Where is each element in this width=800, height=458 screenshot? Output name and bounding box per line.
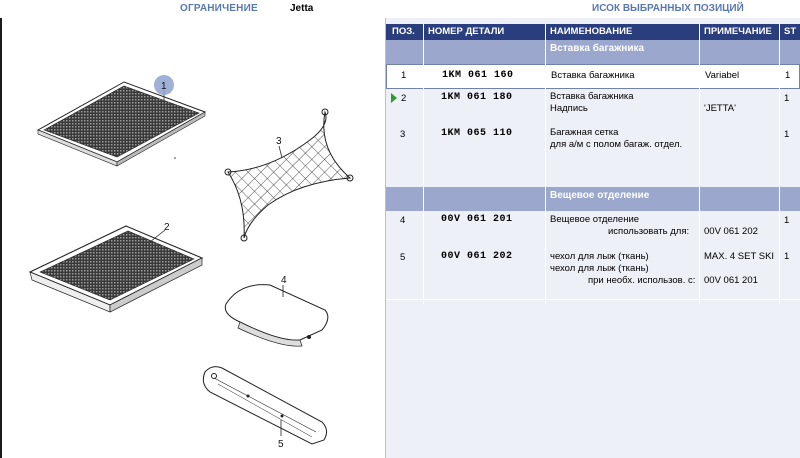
part-5-ski-bag[interactable]: [202, 366, 328, 445]
row-note: MAX. 4 SET SKI: [704, 251, 775, 262]
row-pos: 3: [400, 129, 406, 140]
table-row[interactable]: 4 00V 061 201 Вещевое отделение использо…: [386, 211, 800, 248]
row-note[interactable]: 00V 061 202: [704, 226, 758, 237]
panel-divider: [385, 18, 386, 458]
callout-2[interactable]: 2: [164, 222, 170, 233]
restriction-label: ОГРАНИЧЕНИЕ: [180, 3, 258, 14]
row-name-line2: чехол для лыж (ткань): [550, 263, 649, 274]
table-row[interactable]: 2 1KM 061 180 Вставка багажника Надпись …: [386, 89, 800, 126]
row-pos: 2: [401, 93, 407, 104]
table-row[interactable]: 5 00V 061 202 чехол для лыж (ткань) чехо…: [386, 247, 800, 300]
callout-1[interactable]: 1: [161, 81, 167, 92]
group-header: Вставка багажника: [386, 40, 800, 64]
group-label: Вставка багажника: [550, 43, 645, 54]
row-st: 1: [784, 215, 790, 226]
panel-title-bar: ИСОК ВЫБРАННЫХ ПОЗИЦИЙ: [386, 0, 800, 18]
part-3-luggage-net[interactable]: [224, 108, 354, 242]
column-separator: [699, 24, 700, 304]
row-pos: 1: [401, 70, 407, 81]
callout-4[interactable]: 4: [281, 275, 287, 286]
row-name-line2: использовать для:: [608, 226, 690, 237]
panel-title: ИСОК ВЫБРАННЫХ ПОЗИЦИЙ: [592, 3, 744, 14]
row-name-line3: при необх. использов. с:: [588, 275, 696, 286]
row-name: Вставка багажника: [551, 70, 635, 81]
parts-illustration-panel: 1 2 3 4: [0, 18, 386, 458]
column-separator: [545, 24, 546, 304]
col-part-number[interactable]: НОМЕР ДЕТАЛИ: [428, 26, 505, 37]
row-name: Вещевое отделение: [550, 214, 640, 225]
current-row-marker-icon: [391, 93, 397, 103]
part-1-trunk-mat[interactable]: [36, 81, 207, 167]
group-header: Вещевое отделение: [386, 187, 800, 211]
column-separator: [423, 24, 424, 304]
row-name: Багажная сетка: [550, 127, 619, 138]
row-note: 'JETTA': [704, 103, 736, 114]
row-part-number[interactable]: 1KM 061 160: [442, 70, 514, 81]
callout-1-highlight[interactable]: [154, 75, 174, 95]
table-row[interactable]: 3 1KM 065 110 Багажная сетка для а/м с п…: [386, 125, 800, 162]
row-part-number[interactable]: 00V 061 201: [441, 214, 513, 225]
row-name: чехол для лыж (ткань): [550, 251, 649, 262]
row-pos: 4: [400, 215, 406, 226]
row-part-number[interactable]: 1KM 061 180: [441, 92, 513, 103]
row-part-number[interactable]: 00V 061 202: [441, 251, 513, 262]
column-separator: [779, 24, 780, 304]
table-row[interactable]: 1 1KM 061 160 Вставка багажника Variabel…: [386, 64, 800, 89]
col-st[interactable]: ST: [784, 26, 797, 37]
row-st: 1: [784, 93, 790, 104]
model-name: Jetta: [290, 3, 314, 14]
row-st: 1: [784, 129, 790, 140]
filter-bar: ОГРАНИЧЕНИЕ Jetta: [0, 0, 386, 18]
selected-parts-panel: ИСОК ВЫБРАННЫХ ПОЗИЦИЙ ПОЗ. НОМЕР ДЕТАЛИ…: [386, 0, 800, 458]
row-pos: 5: [400, 252, 406, 263]
part-4-storage-bag[interactable]: [224, 284, 329, 347]
row-name: Вставка багажника: [550, 91, 634, 102]
row-note: Variabel: [705, 70, 740, 81]
table-header: ПОЗ. НОМЕР ДЕТАЛИ НАИМЕНОВАНИЕ ПРИМЕЧАНИ…: [386, 24, 800, 40]
row-name-line2: для а/м с полом багаж. отдел.: [550, 139, 683, 150]
row-st: 1: [784, 251, 790, 262]
group-label: Вещевое отделение: [550, 190, 650, 201]
part-2-trunk-tray[interactable]: [28, 225, 204, 313]
row-note-line3[interactable]: 00V 061 201: [704, 275, 758, 286]
col-pos[interactable]: ПОЗ.: [392, 26, 415, 37]
col-name[interactable]: НАИМЕНОВАНИЕ: [550, 26, 633, 37]
row-part-number[interactable]: 1KM 065 110: [441, 128, 513, 139]
panel-left-border: [0, 18, 2, 458]
exploded-diagram: 1 2 3 4: [28, 75, 354, 450]
empty-row: [386, 161, 800, 188]
callout-5[interactable]: 5: [278, 439, 284, 450]
row-name-line2: Надпись: [550, 103, 588, 114]
callout-3[interactable]: 3: [276, 136, 282, 147]
col-note[interactable]: ПРИМЕЧАНИЕ: [704, 26, 772, 37]
row-st: 1: [785, 70, 791, 81]
